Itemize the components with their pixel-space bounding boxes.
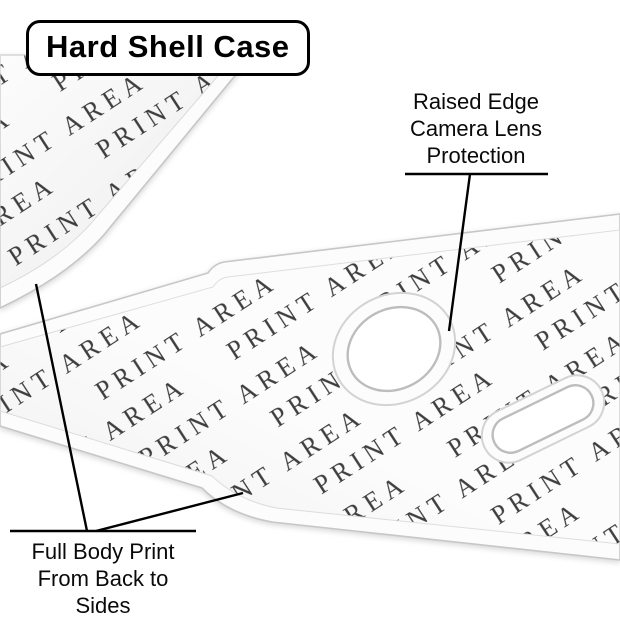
fullbody-callout-pointer-right — [95, 491, 244, 533]
fullbody-annotation: Full Body Print From Back to Sides — [5, 538, 201, 619]
flash-cutout — [491, 384, 595, 454]
case-corner-piece — [0, 54, 254, 309]
fullbody-annotation-line-3: Sides — [75, 593, 131, 618]
case-corner-shading — [0, 55, 236, 288]
case-body-shading — [0, 230, 620, 544]
camera-lens-cutout — [346, 305, 442, 393]
camera-annotation: Raised Edge Camera Lens Protection — [376, 88, 576, 169]
fullbody-callout-pointer-left — [34, 283, 89, 532]
title-badge: Hard Shell Case — [26, 20, 310, 76]
page-title: Hard Shell Case — [46, 29, 290, 64]
camera-callout-pointer — [447, 173, 472, 332]
camera-annotation-line-2: Camera Lens — [409, 116, 543, 141]
camera-annotation-line-3: Protection — [426, 143, 526, 168]
callout-lines — [10, 172, 548, 533]
case-body — [0, 213, 620, 561]
camera-annotation-line-1: Raised Edge — [413, 89, 539, 114]
fullbody-annotation-line-1: Full Body Print — [31, 539, 175, 564]
fullbody-annotation-line-2: From Back to — [37, 566, 169, 591]
